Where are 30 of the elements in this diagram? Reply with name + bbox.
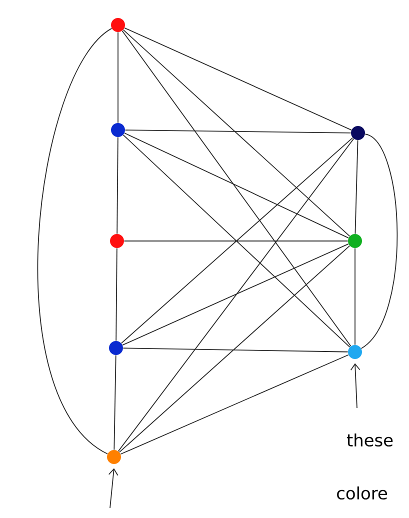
edge-line <box>124 130 352 134</box>
edge-line <box>360 134 398 349</box>
handwritten-note: these <box>346 433 393 447</box>
dot <box>110 234 124 248</box>
handwritten-note: colore <box>337 486 387 500</box>
edge-line <box>114 354 116 450</box>
edge-line <box>120 354 349 455</box>
edge-line <box>354 140 358 234</box>
pointer-arrow <box>350 363 360 408</box>
pointer-arrow <box>108 468 118 508</box>
edge-line <box>124 132 349 238</box>
edge-line <box>118 245 350 453</box>
edge-line <box>124 240 348 242</box>
dot <box>348 345 362 359</box>
edge-line <box>124 28 352 130</box>
edge-line <box>37 28 112 454</box>
edge-line <box>116 248 118 342</box>
edge-line <box>118 138 354 452</box>
dot <box>111 123 125 137</box>
edge-line <box>116 136 118 234</box>
edge-line <box>122 348 348 352</box>
dot <box>351 126 365 140</box>
edge-line <box>122 30 352 347</box>
dot <box>109 341 123 355</box>
edge-line <box>354 248 356 346</box>
dot <box>111 18 125 32</box>
edge-line <box>122 29 350 237</box>
edge-line <box>122 244 349 346</box>
dot <box>107 450 121 464</box>
dot <box>348 234 362 248</box>
